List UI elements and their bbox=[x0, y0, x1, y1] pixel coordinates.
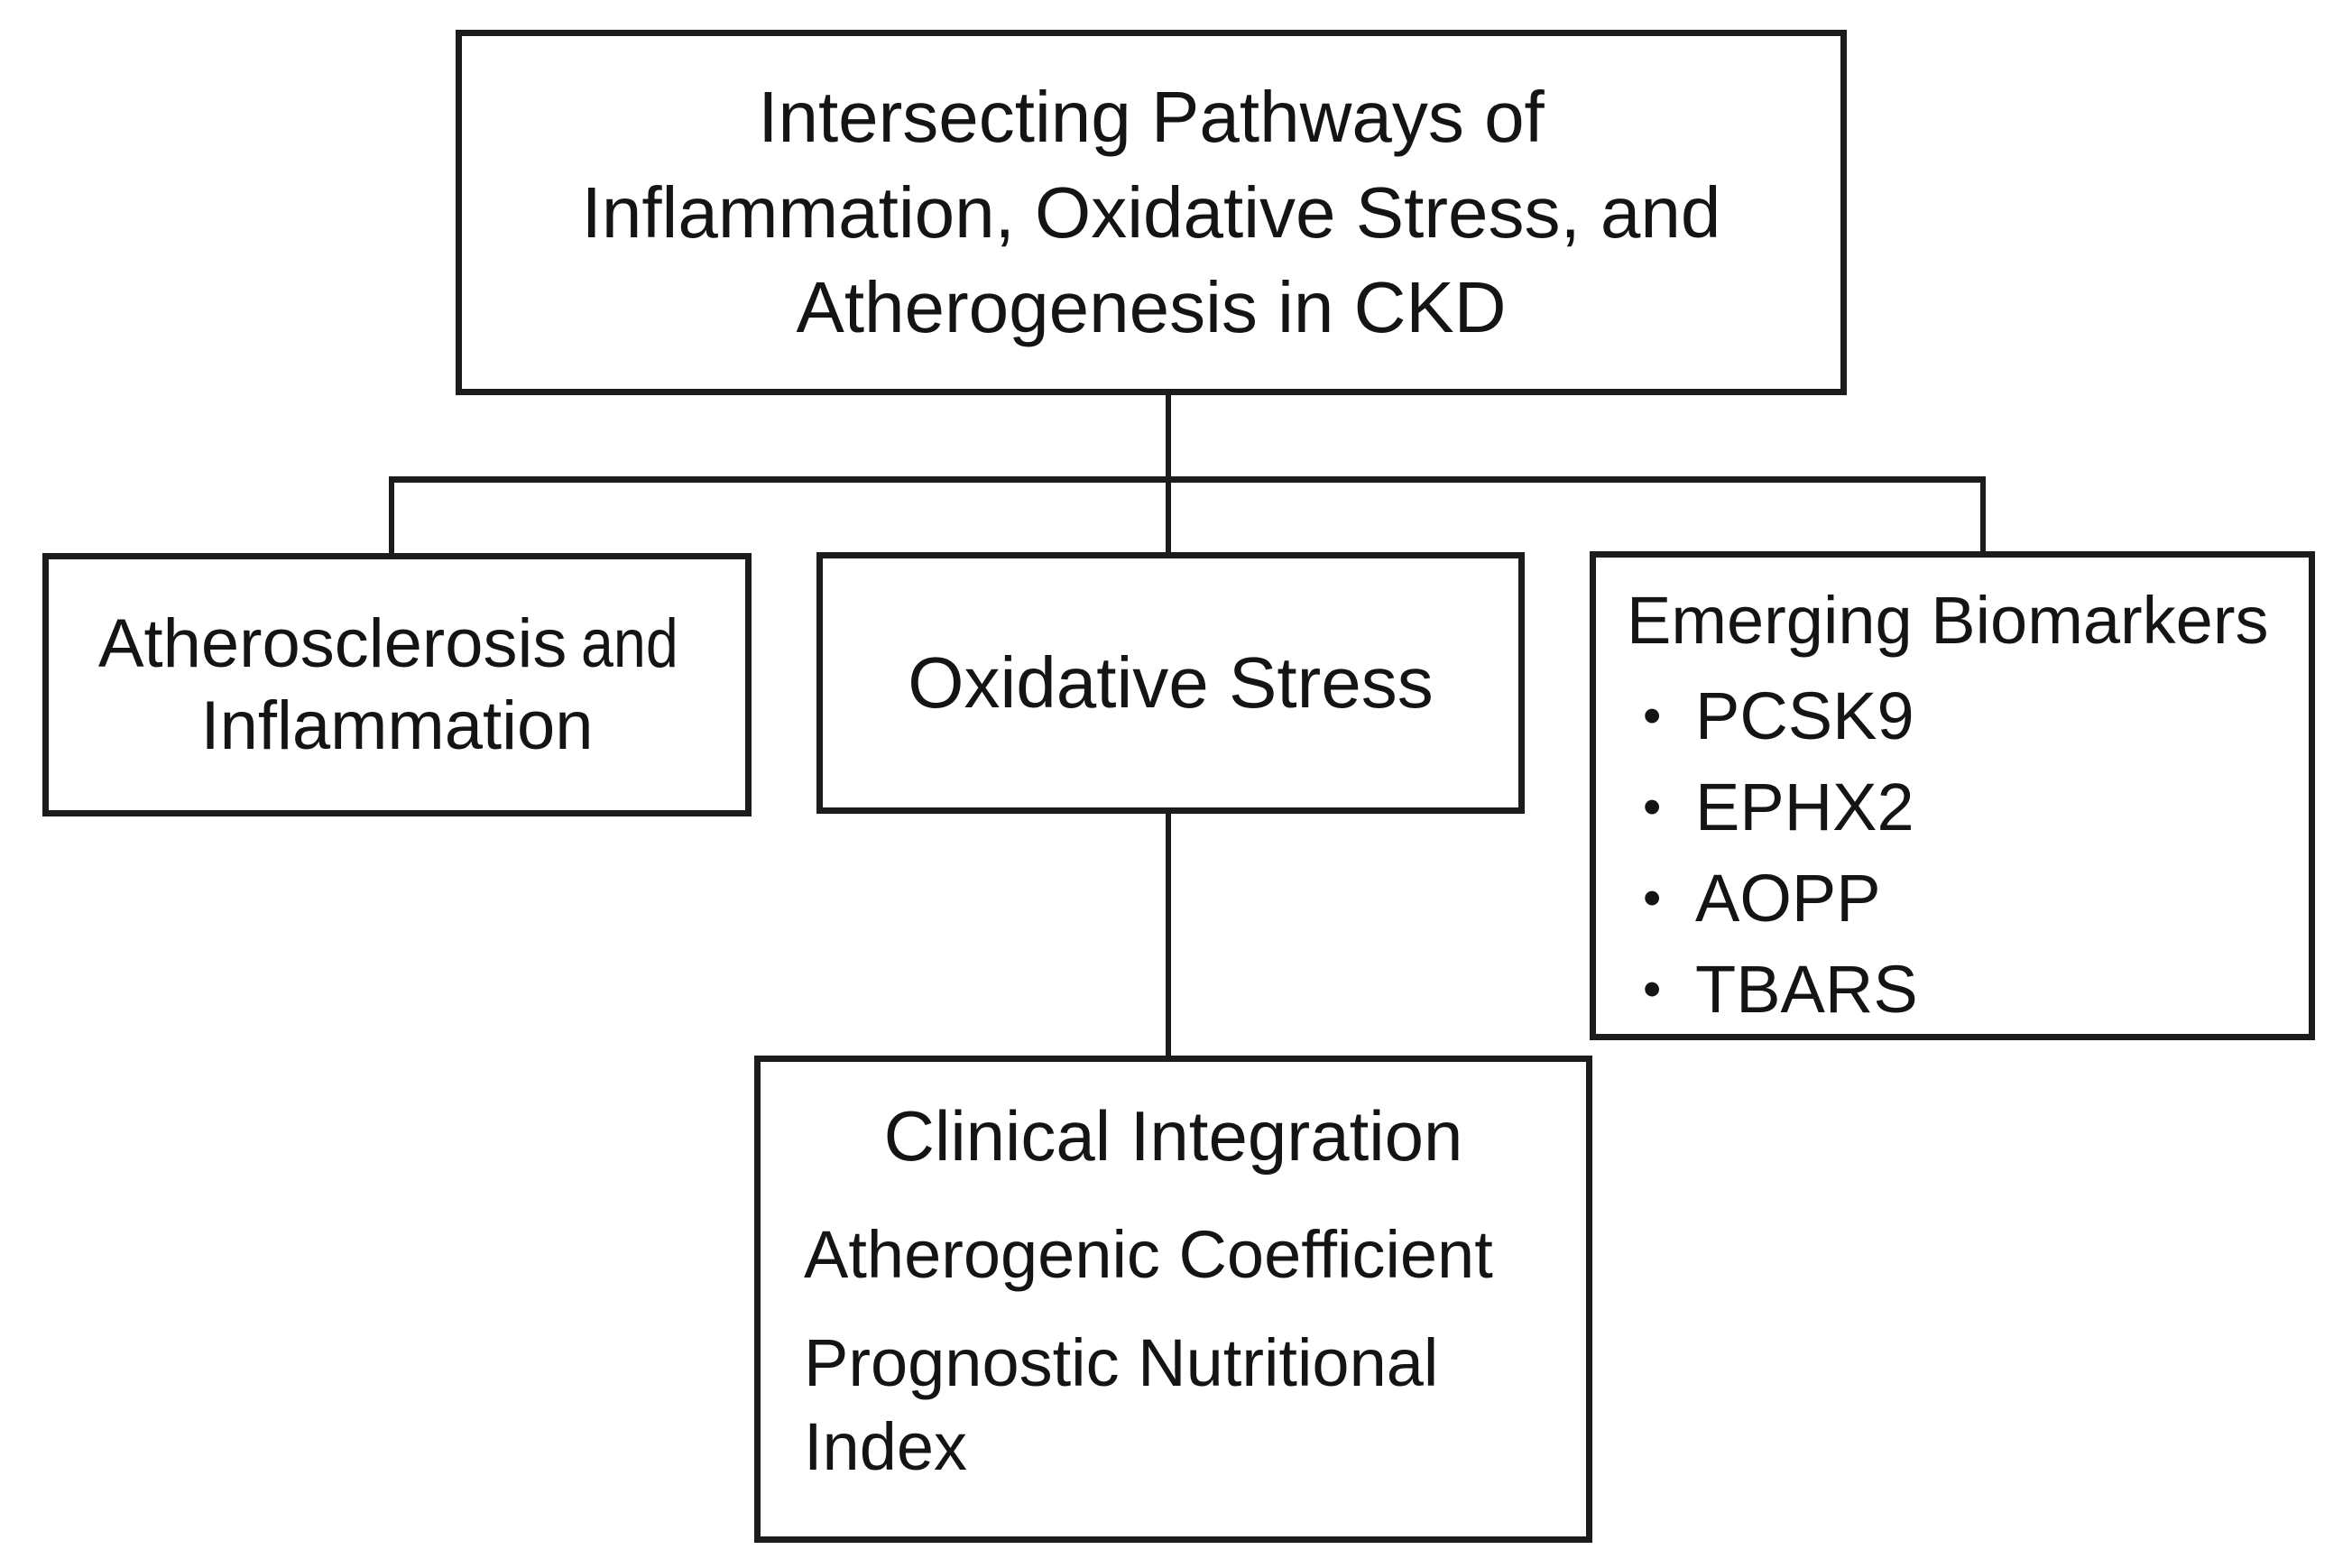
connector-bus bbox=[389, 476, 1986, 483]
bullet-icon: • bbox=[1643, 778, 1662, 837]
connector-oxidative-to-clinical bbox=[1166, 812, 1171, 1059]
root-box-line-3: Atherogenesis in CKD bbox=[796, 267, 1507, 348]
biomarker-item-pcsk9: • PCSK9 bbox=[1627, 670, 2291, 761]
atherosclerosis-line-2: Inflammation bbox=[200, 687, 594, 764]
biomarker-label-tbars: TBARS bbox=[1695, 952, 1918, 1028]
connector-drop-center bbox=[1166, 476, 1171, 559]
and-label: and bbox=[581, 604, 679, 682]
clinical-integration-box: Clinical Integration Atherogenic Coeffic… bbox=[754, 1056, 1592, 1543]
biomarker-label-ephx2: EPHX2 bbox=[1695, 770, 1914, 845]
biomarker-item-tbars: • TBARS bbox=[1627, 944, 2291, 1035]
biomarker-item-ephx2: • EPHX2 bbox=[1627, 761, 2291, 853]
clinical-integration-title: Clinical Integration bbox=[883, 1096, 1463, 1176]
bullet-icon: • bbox=[1643, 960, 1662, 1019]
root-box: Intersecting Pathways of Inflammation, O… bbox=[456, 30, 1847, 395]
connector-drop-right bbox=[1980, 476, 1986, 558]
biomarker-label-pcsk9: PCSK9 bbox=[1695, 678, 1914, 754]
oxidative-stress-box: Oxidative Stress bbox=[816, 552, 1525, 814]
biomarker-label-aopp: AOPP bbox=[1695, 861, 1881, 936]
oxidative-stress-label: Oxidative Stress bbox=[908, 642, 1434, 723]
root-box-line-1: Intersecting Pathways of bbox=[758, 77, 1545, 158]
connector-drop-left bbox=[389, 476, 394, 559]
clinical-item-atherogenic-coefficient: Atherogenic Coefficient bbox=[804, 1216, 1493, 1292]
bullet-icon: • bbox=[1643, 687, 1662, 746]
clinical-item-prognostic-nutritional-index: Prognostic Nutritional Index bbox=[804, 1325, 1439, 1484]
bullet-icon: • bbox=[1643, 869, 1662, 928]
emerging-biomarkers-title: Emerging Biomarkers bbox=[1627, 583, 2269, 658]
root-box-line-2: Inflammation, Oxidative Stress, and bbox=[581, 171, 1721, 253]
biomarker-item-aopp: • AOPP bbox=[1627, 853, 2291, 944]
connector-trunk bbox=[1166, 393, 1171, 482]
atherosclerosis-label: Atherosclerosis bbox=[97, 604, 567, 682]
emerging-biomarkers-box: Emerging Biomarkers • PCSK9 • EPHX2 • AO… bbox=[1590, 551, 2315, 1040]
